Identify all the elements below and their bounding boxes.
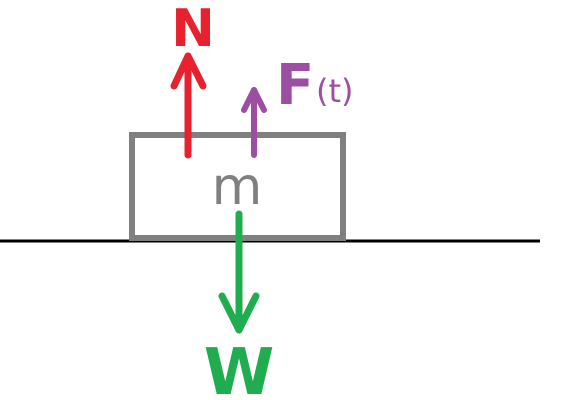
applied-force-argument: (t)	[316, 72, 354, 110]
applied-force-arrow	[241, 87, 267, 158]
normal-force-arrow	[170, 52, 207, 159]
mass-label: m	[212, 157, 263, 217]
weight-force-label: W	[204, 336, 275, 400]
applied-force-label: F	[276, 53, 314, 118]
weight-force-arrow	[218, 210, 260, 334]
normal-force-label: N	[171, 0, 215, 59]
